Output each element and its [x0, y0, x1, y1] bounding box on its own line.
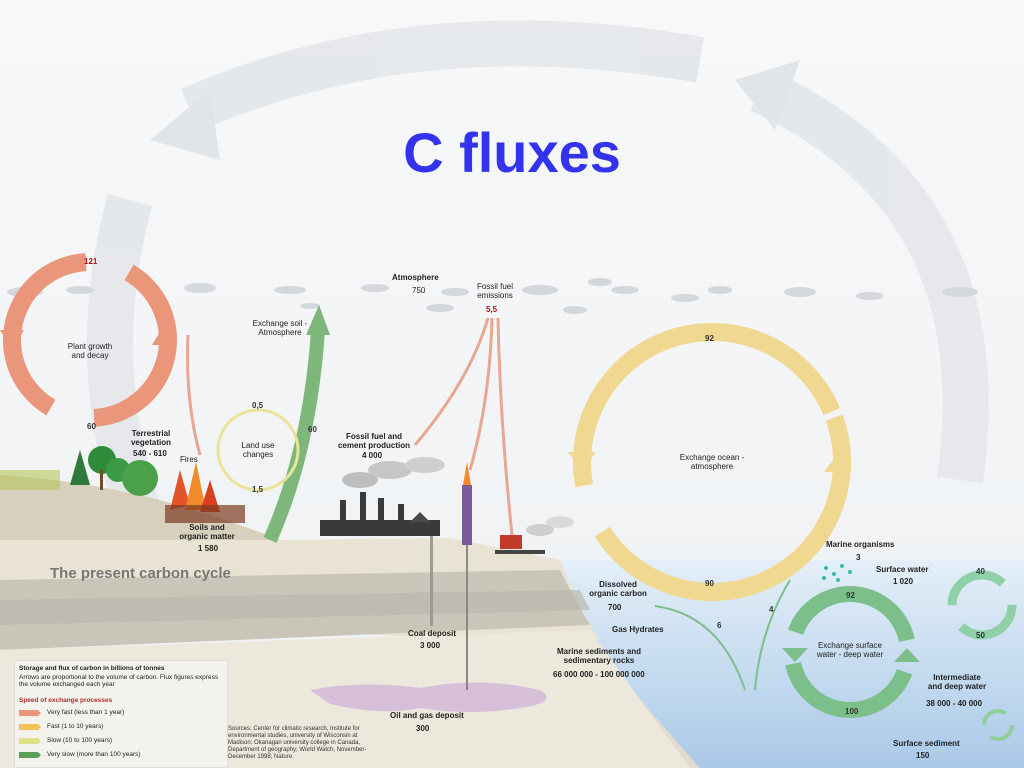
legend-item: Very slow (more than 100 years) — [19, 750, 141, 760]
legend-item-label: Fast (1 to 10 years) — [47, 723, 104, 731]
fossil-emission-arrows — [413, 317, 514, 536]
soils-value: 1 580 — [198, 544, 219, 553]
flux-6-arrow — [654, 605, 746, 691]
legend-item: Very fast (less than 1 year) — [19, 708, 124, 718]
ocean-top-value: 92 — [705, 334, 714, 343]
oil-gas-deposit-shape — [310, 682, 547, 712]
plant-growth-label: Plant growth and decay — [67, 342, 113, 360]
factory — [320, 457, 445, 626]
trees — [0, 446, 158, 496]
fossil-fuel-cement-label: Fossil fuel and cement production — [337, 432, 410, 450]
small-ocean-cycle — [947, 570, 1017, 640]
legend-arrow-icon — [19, 710, 41, 716]
deep-top-value: 92 — [846, 591, 855, 600]
fires-label: Fires — [180, 455, 198, 464]
marine-organism-dots — [822, 564, 852, 582]
flux-4-value: 4 — [769, 605, 774, 614]
legend-item: Fast (1 to 10 years) — [19, 722, 103, 732]
surface-water-label: Surface water — [876, 565, 929, 574]
sediment-cycle — [982, 709, 1014, 741]
surface-sediment-label: Surface sediment — [893, 739, 960, 748]
oil-gas-label: Oil and gas deposit — [390, 711, 464, 720]
fires-arrow — [186, 334, 202, 456]
deep-bottom-value: 100 — [845, 707, 859, 716]
legend: Storage and flux of carbon in billions o… — [14, 660, 228, 768]
truck — [495, 516, 574, 554]
terrestrial-vegetation-value: 540 - 610 — [133, 449, 167, 458]
legend-note: Arrows are proportional to the volume of… — [19, 674, 219, 689]
land-use-cycle — [216, 408, 300, 492]
flux-4-arrow — [754, 579, 791, 691]
legend-arrow-icon — [19, 752, 41, 758]
legend-item: Slow (10 to 100 years) — [19, 736, 112, 746]
diagram-title: The present carbon cycle — [50, 565, 231, 582]
fire-flames — [165, 462, 245, 523]
fossil-fuel-emissions-value: 5,5 — [486, 305, 498, 314]
oil-rig — [462, 462, 472, 690]
exchange-soil-atmosphere-label: Exchange soil - Atmosphere — [252, 319, 308, 337]
exchange-surface-deep-label: Exchange surface water - deep water — [816, 641, 884, 659]
bg-arrowhead-left — [150, 90, 220, 160]
marine-sediments-label: Marine sediments and sedimentary rocks — [556, 647, 642, 665]
rock-stripe — [0, 590, 590, 625]
surface-sediment-value: 150 — [916, 751, 930, 760]
legend-heading: Storage and flux of carbon in billions o… — [19, 665, 165, 672]
clouds — [7, 278, 978, 314]
flux-6-value: 6 — [717, 621, 722, 630]
legend-item-label: Very slow (more than 100 years) — [47, 751, 141, 759]
plant-bottom-value: 60 — [87, 422, 96, 431]
terrestrial-vegetation-label: Terrestrial vegetation — [130, 429, 171, 447]
small-cycle-bottom-value: 50 — [976, 631, 985, 640]
legend-item-label: Very fast (less than 1 year) — [47, 709, 125, 717]
land-use-label: Land use changes — [241, 441, 275, 459]
legend-arrow-icon — [19, 724, 41, 730]
marine-organisms-label: Marine organisms — [826, 540, 895, 549]
hill — [0, 475, 280, 540]
surface-water-value: 1 020 — [893, 577, 914, 586]
oil-gas-value: 300 — [416, 724, 430, 733]
intermediate-deep-label: Intermediate and deep water — [927, 673, 987, 691]
land-use-top-value: 0,5 — [252, 401, 264, 410]
soils-label: Soils and organic matter — [179, 523, 235, 541]
land-use-bottom-value: 1,5 — [252, 485, 264, 494]
sources-note: Sources: Center for climatic research, I… — [228, 726, 367, 760]
plant-top-value: 121 — [84, 257, 98, 266]
page-title: C fluxes — [403, 121, 621, 184]
coal-deposit-label: Coal deposit — [408, 629, 457, 638]
small-cycle-top-value: 40 — [976, 567, 985, 576]
surface-deep-cycle — [782, 586, 920, 718]
gas-hydrates-label: Gas Hydrates — [612, 625, 664, 634]
bg-arrowhead-right — [735, 60, 800, 130]
marine-organisms-value: 3 — [856, 553, 861, 562]
exchange-soil-value: 60 — [308, 425, 317, 434]
coal-deposit-value: 3 000 — [420, 641, 441, 650]
plant-growth-cycle — [0, 253, 177, 427]
marine-sediments-value: 66 000 000 - 100 000 000 — [553, 670, 645, 679]
exchange-soil-arrow — [263, 329, 325, 543]
ocean-bottom-value: 90 — [705, 579, 714, 588]
intermediate-deep-value: 38 000 - 40 000 — [926, 699, 983, 708]
atmosphere-label: Atmosphere — [392, 273, 439, 282]
exchange-ocean-label: Exchange ocean - atmosphere — [679, 453, 745, 471]
ocean-exchange-cycle — [568, 323, 852, 601]
exchange-soil-arrowhead — [306, 305, 330, 335]
legend-speed-heading: Speed of exchange processes — [19, 697, 113, 704]
legend-arrow-icon — [19, 738, 41, 744]
legend-item-label: Slow (10 to 100 years) — [47, 737, 113, 745]
dissolved-organic-label: Dissolved organic carbon — [589, 580, 647, 598]
dissolved-organic-value: 700 — [608, 603, 622, 612]
fossil-fuel-emissions-label: Fossil fuel emissions — [476, 282, 513, 300]
fossil-fuel-cement-value: 4 000 — [362, 451, 383, 460]
atmosphere-value: 750 — [412, 286, 426, 295]
